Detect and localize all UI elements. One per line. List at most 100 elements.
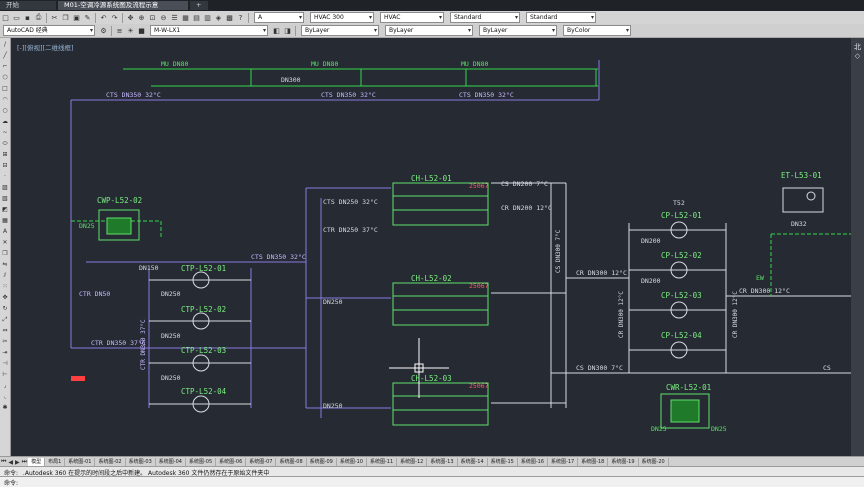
layer-dropdown[interactable]: M-W-LX1 [150,25,268,36]
layout-tab-model[interactable]: 模型 [28,458,46,466]
layout-tab[interactable]: 系统图-18 [578,458,609,466]
layout-tab[interactable]: 布局1 [45,458,66,466]
layer-manager-icon[interactable]: ≡ [116,26,123,35]
layout-tab[interactable]: 系统图-10 [337,458,367,466]
mirror-icon[interactable]: ⇋ [2,261,8,268]
layout-tab[interactable]: 系统图-17 [548,458,579,466]
copy-object-icon[interactable]: ❐ [2,250,8,257]
design-center-icon[interactable]: ▦ [182,13,189,22]
paste-icon[interactable]: ▣ [73,13,80,22]
layout-tab[interactable]: 系统图-11 [367,458,398,466]
new-tab-button[interactable]: + [190,1,208,10]
layout-tab[interactable]: 系统图-16 [518,458,549,466]
offset-icon[interactable]: ⫽ [3,272,7,279]
layout-tab[interactable]: 系统图-03 [126,458,156,466]
layout-tab[interactable]: 系统图-15 [488,458,518,466]
gear-icon[interactable]: ⚙ [100,26,107,35]
zoom-window-icon[interactable]: ⊡ [149,13,156,22]
layout-tab[interactable]: 系统图-04 [156,458,186,466]
command-prompt[interactable]: 命令: [4,479,19,487]
first-layout-icon[interactable]: ⏮ [1,458,7,465]
linetype-dropdown[interactable]: ByLayer [385,25,473,36]
join-icon[interactable]: ⊢ [2,371,8,378]
pan-icon[interactable]: ✥ [127,13,134,22]
mtext-icon[interactable]: A [2,228,8,235]
rotate-icon[interactable]: ↻ [2,305,8,312]
bulb-icon[interactable]: ☀ [127,26,134,35]
viewcube-icon[interactable]: 北◇ [854,43,861,60]
layout-tab[interactable]: 系统图-08 [276,458,307,466]
cut-icon[interactable]: ✂ [51,13,58,22]
layout-tab[interactable]: 系统图-02 [95,458,126,466]
construction-line-icon[interactable]: ╱ [3,52,7,59]
point-icon[interactable]: · [4,173,6,180]
layout-tab[interactable]: 系统图-19 [608,458,639,466]
layer-previous-icon[interactable]: ◨ [284,26,291,35]
insert-block-icon[interactable]: ⊞ [2,151,8,158]
arc-icon[interactable]: ◠ [2,96,8,103]
layout-tab[interactable]: 系统图-06 [216,458,247,466]
polyline-icon[interactable]: ⌐ [2,63,8,70]
move-icon[interactable]: ✥ [2,294,8,301]
mleader-style-dropdown[interactable]: Standard [526,12,596,23]
prev-layout-icon[interactable]: ◀ [8,458,14,466]
fillet-icon[interactable]: ◟ [3,393,7,400]
viewport-label[interactable]: [-][俯视][二维线框] [17,44,74,52]
match-properties-icon[interactable]: ✎ [84,13,91,22]
scale-icon[interactable]: ⤢ [2,316,8,323]
extend-icon[interactable]: ⇥ [2,349,8,356]
lock-icon[interactable]: ■ [138,26,145,35]
circle-icon[interactable]: ○ [2,107,8,114]
drawing-canvas[interactable]: DN300 MU DN80 MU DN80 MU DN80 CTS DN350 … [11,38,851,456]
zoom-realtime-icon[interactable]: ⊕ [138,13,145,22]
table-style-dropdown[interactable]: Standard [450,12,520,23]
new-file-icon[interactable]: □ [2,13,9,22]
color-dropdown[interactable]: ByLayer [301,25,379,36]
array-icon[interactable]: ⁙ [2,283,8,290]
rectangle-icon[interactable]: □ [2,85,8,92]
make-block-icon[interactable]: ⊟ [2,162,8,169]
save-icon[interactable]: ▪ [25,13,30,22]
properties-icon[interactable]: ☰ [171,13,178,22]
tab-drawing[interactable]: M01-空调冷源系统图及流程示意 [58,1,188,10]
print-icon[interactable]: ⎙ [35,13,42,21]
lineweight-dropdown[interactable]: ByLayer [479,25,557,36]
tab-start[interactable]: 开始 [0,1,56,10]
ellipse-icon[interactable]: ⬭ [2,140,8,147]
layout-tab[interactable]: 系统图-12 [397,458,428,466]
markup-icon[interactable]: ◈ [215,13,222,22]
tool-palettes-icon[interactable]: ▤ [193,13,200,22]
next-layout-icon[interactable]: ▶ [15,458,20,466]
sheet-set-icon[interactable]: ▥ [204,13,211,22]
layout-tab[interactable]: 系统图-20 [639,458,669,466]
layout-tab[interactable]: 系统图-01 [65,458,96,466]
undo-icon[interactable]: ↶ [100,13,107,22]
last-layout-icon[interactable]: ⏭ [21,458,28,465]
text-style-dropdown[interactable]: A [254,12,304,23]
layout-tab[interactable]: 系统图-14 [458,458,488,466]
layout-tab[interactable]: 系统图-09 [307,458,337,466]
open-file-icon[interactable]: ▭ [13,13,20,22]
copy-icon[interactable]: ❐ [62,13,69,22]
zoom-previous-icon[interactable]: ⊖ [160,13,167,22]
line-icon[interactable]: / [3,41,7,48]
help-icon[interactable]: ? [238,13,243,22]
layout-tab[interactable]: 系统图-07 [246,458,277,466]
erase-icon[interactable]: ✕ [2,239,8,246]
table-icon[interactable]: ▦ [2,217,8,224]
revcloud-icon[interactable]: ☁ [2,118,8,125]
explode-icon[interactable]: ✱ [2,404,8,411]
chamfer-icon[interactable]: ⌟ [3,382,7,389]
textstyle-dropdown[interactable]: HVAC [380,12,444,23]
layout-tab[interactable]: 系统图-05 [186,458,217,466]
make-current-icon[interactable]: ◧ [273,26,280,35]
workspace-dropdown[interactable]: AutoCAD 经典 [3,25,95,36]
stretch-icon[interactable]: ⇔ [2,327,8,334]
layout-tab[interactable]: 系统图-13 [427,458,458,466]
hatch-icon[interactable]: ▨ [2,184,8,191]
calculator-icon[interactable]: ▩ [226,13,233,22]
spline-icon[interactable]: ~ [2,129,8,136]
dim-style-dropdown[interactable]: HVAC 300 [310,12,374,23]
polygon-icon[interactable]: ⬡ [2,74,8,81]
plotstyle-dropdown[interactable]: ByColor [563,25,631,36]
